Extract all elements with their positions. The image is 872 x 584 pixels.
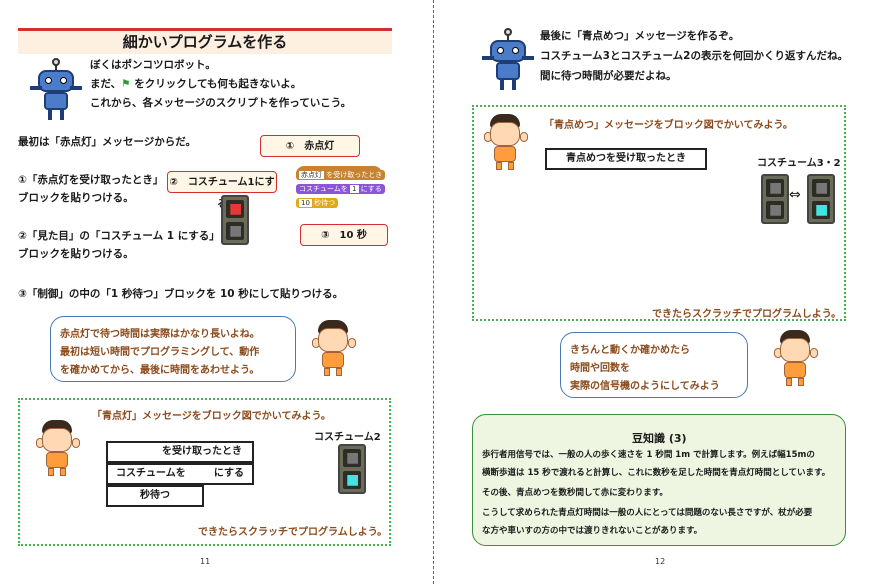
block-wait: 秒待つ <box>106 485 204 507</box>
trivia-line: な方や車いすの方の中では渡りきれないことがあります。 <box>482 526 703 536</box>
boy-mascot <box>312 320 356 378</box>
callout-red-light: ① 赤点灯 <box>260 135 360 157</box>
speech-line: 時間や回数を <box>570 363 630 374</box>
exercise-footer: できたらスクラッチでプログラムしよう。 <box>198 527 388 538</box>
exercise-footer: できたらスクラッチでプログラムしよう。 <box>652 309 842 320</box>
section-title: 最初は「赤点灯」メッセージからだ。 <box>18 136 196 148</box>
swap-arrow-icon: ⇔ <box>789 187 801 203</box>
boy-mascot <box>774 330 818 388</box>
trivia-line: その後、青点めつを数秒間して赤に変わります。 <box>482 488 668 498</box>
intro-line-3: 間に待つ時間が必要だよね。 <box>540 70 677 82</box>
traffic-light-off: ■ ■ <box>761 174 789 224</box>
intro-line-1: ぼくはポンコツロボット。 <box>90 59 216 71</box>
speech-line: きちんと動くか確かめたら <box>570 345 690 356</box>
trivia-box <box>472 414 846 546</box>
step2-line1: ②「見た目」の「コスチューム 1 にする」 <box>18 230 220 242</box>
block-costume: コスチュームを にする <box>106 463 254 485</box>
page-divider <box>433 0 434 584</box>
exercise-title: 「青点めつ」メッセージをブロック図でかいてみよう。 <box>544 120 793 131</box>
costume-label: コスチューム2 <box>314 432 381 443</box>
speech-line: 実際の信号機のようにしてみよう <box>570 381 720 392</box>
exercise-title: 「青点灯」メッセージをブロック図でかいてみよう。 <box>92 411 331 422</box>
scratch-event-block: 赤点灯 を受け取ったとき <box>296 170 386 180</box>
traffic-light-blink: ■ ■ <box>807 174 835 224</box>
speech-bubble-left <box>50 316 296 382</box>
intro-line-3: これから、各メッセージのスクリプトを作っていこう。 <box>90 97 352 109</box>
speech-line: を確かめてから、最後に時間をあわせよう。 <box>60 365 260 376</box>
step3-line: ③「制御」の中の「1 秒待つ」ブロックを 10 秒にして貼りつける。 <box>18 288 344 300</box>
step1-line1: ①「赤点灯を受け取ったとき」 <box>18 174 164 186</box>
boy-mascot <box>36 420 80 478</box>
page-number: 11 <box>200 557 211 566</box>
page-number: 12 <box>655 557 666 566</box>
page-title: 細かいプログラムを作る <box>18 28 392 54</box>
trivia-title: 豆知識 (3) <box>632 432 687 445</box>
scratch-control-block: 10 秒待つ <box>296 198 339 208</box>
callout-10sec: ③ 10 秒 <box>300 224 388 246</box>
block-blink-receive: 青点めつを受け取ったとき <box>545 148 707 170</box>
step1-line2: ブロックを貼りつける。 <box>18 192 134 204</box>
intro-line-2: コスチューム3とコスチューム2の表示を何回かくり返すんだね。 <box>540 50 848 62</box>
costume-label: コスチューム3・2 <box>757 158 841 169</box>
boy-mascot <box>484 114 528 172</box>
traffic-light-walk: ■ ■ <box>338 444 366 494</box>
trivia-line: 歩行者用信号では、一般の人の歩く速さを 1 秒間 1m で計算します。例えば幅1… <box>482 450 815 460</box>
block-receive: を受け取ったとき <box>106 441 254 463</box>
intro-line-1: 最後に「青点めつ」メッセージを作るぞ。 <box>540 30 740 42</box>
speech-line: 最初は短い時間でプログラミングして、動作 <box>60 347 260 358</box>
robot-mascot <box>30 58 82 122</box>
intro-line-2: まだ、⚑ をクリックしても何も起きないよ。 <box>90 78 302 90</box>
exercise-box-left <box>18 398 391 546</box>
traffic-light-red: ■ ■ <box>221 195 249 245</box>
speech-bubble-right <box>560 332 748 398</box>
exercise-box-right <box>472 105 846 321</box>
speech-line: 赤点灯で待つ時間は実際はかなり長いよね。 <box>60 329 260 340</box>
trivia-line: こうして求められた青点灯時間は一般の人にとっては問題のない長さですが、杖が必要 <box>482 508 813 518</box>
green-flag-icon: ⚑ <box>121 78 131 90</box>
step2-line2: ブロックを貼りつける。 <box>18 248 134 260</box>
scratch-looks-block: コスチュームを 1 にする <box>296 184 385 194</box>
robot-mascot <box>482 28 534 92</box>
trivia-line: 横断歩道は 15 秒で渡れると計算し、これに数秒を足した時間を青点灯時間としてい… <box>482 468 831 478</box>
